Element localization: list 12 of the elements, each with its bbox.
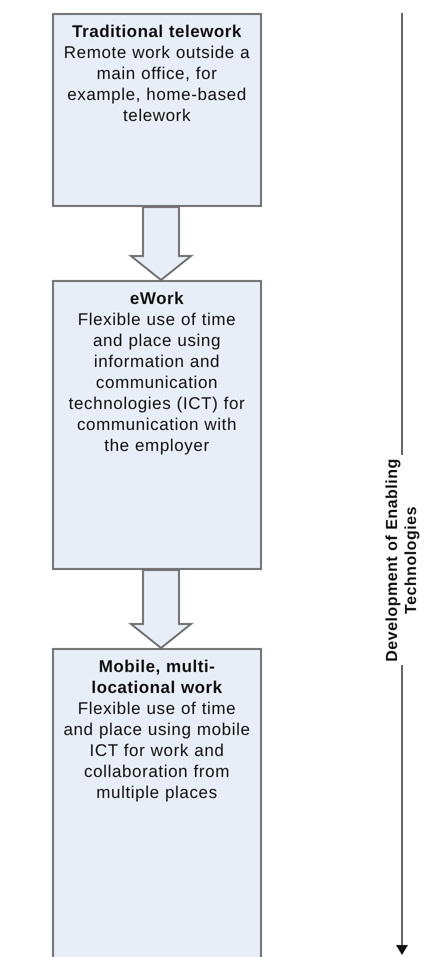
box-heading: Traditional telework — [71, 21, 243, 42]
process-box — [52, 13, 262, 207]
process-box — [52, 648, 262, 957]
box-description: Flexible use of time and place using information and communication technologies (ICT) for communication with the employer — [68, 309, 246, 456]
block-arrow — [128, 569, 194, 650]
box-heading: eWork — [128, 288, 186, 309]
process-box — [52, 280, 262, 570]
block-arrow — [128, 206, 194, 282]
box-description: Flexible use of time and place using mobile ICT for work and collaboration from multiple places — [62, 698, 252, 803]
axis-label: Development of Enabling Technologies — [383, 455, 421, 665]
box-heading: Mobile, multi-locational work — [90, 656, 224, 698]
box-description: Remote work outside a main office, for example, home-based telework — [62, 42, 252, 126]
